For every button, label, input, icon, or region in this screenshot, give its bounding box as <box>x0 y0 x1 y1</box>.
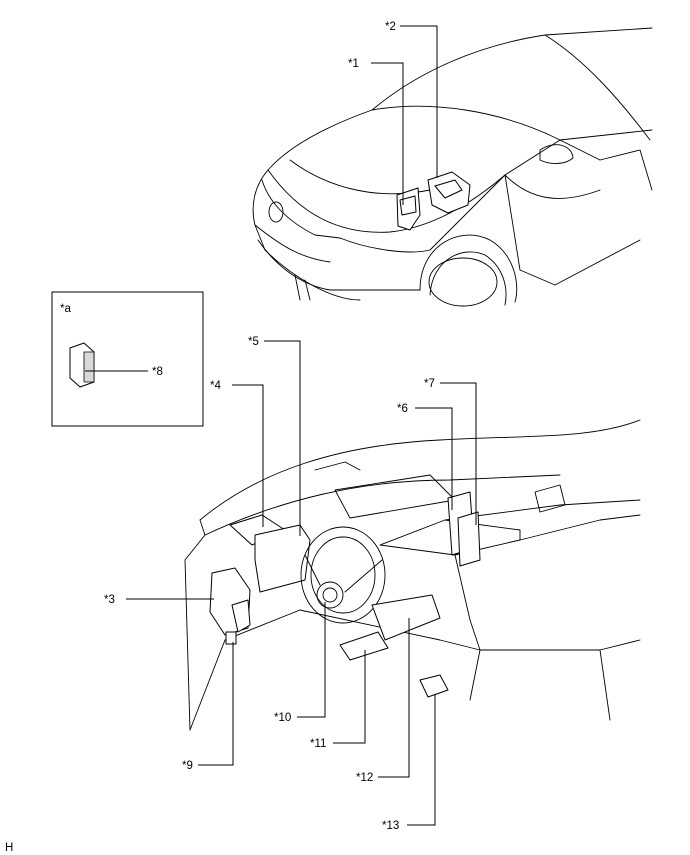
callout-3: *3 <box>104 594 115 606</box>
callout-9: *9 <box>182 760 193 772</box>
callout-7: *7 <box>424 378 435 390</box>
callout-10: *10 <box>274 712 291 724</box>
inset-ecu-part <box>69 342 95 388</box>
leader-lines <box>85 25 477 826</box>
callout-8: *8 <box>152 366 163 378</box>
figure-code: H <box>5 842 13 854</box>
callout-2: *2 <box>385 21 396 33</box>
callout-labels: *1 *2 *3 *4 *5 *6 *7 *8 *9 *10 *11 *12 *… <box>104 21 435 832</box>
callout-4: *4 <box>210 380 221 392</box>
car-front-illustration <box>252 27 653 307</box>
dashboard-illustration <box>184 419 641 731</box>
inset-box: *a <box>51 291 204 427</box>
callout-12: *12 <box>356 772 373 784</box>
callout-11: *11 <box>310 738 326 750</box>
callout-1: *1 <box>348 58 359 70</box>
inset-label: *a <box>60 303 71 315</box>
callout-5: *5 <box>248 336 259 348</box>
callout-6: *6 <box>397 403 408 415</box>
callout-13: *13 <box>382 820 399 832</box>
